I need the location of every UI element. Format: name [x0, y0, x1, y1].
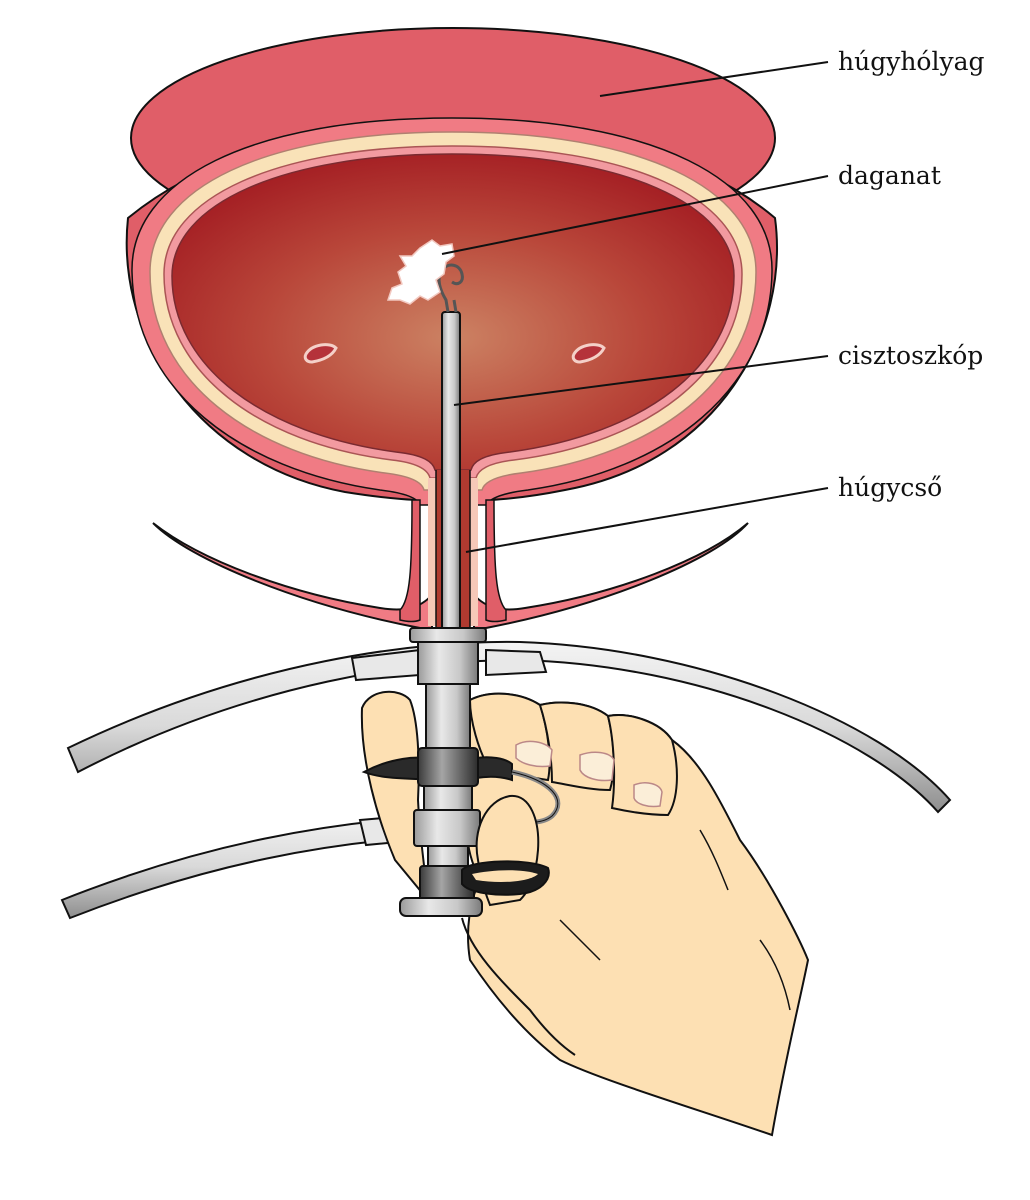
leader-cystoscope: [453, 355, 829, 406]
pelvic-floor-right: [473, 522, 749, 629]
thumb: [360, 690, 430, 904]
pelvic-floor-left: [152, 522, 433, 629]
cystoscope-mid: [423, 785, 473, 811]
cystoscope-eyepiece: [399, 897, 483, 917]
right-ureter-opening: [571, 343, 606, 364]
nail-2: [579, 751, 615, 782]
hand-front-finger: [461, 794, 576, 1056]
leader-tumor: [441, 175, 829, 255]
leader-lines: [441, 61, 829, 553]
hand-lower-edge: [461, 917, 576, 1056]
cystoscope-shaft: [441, 311, 461, 633]
label-bladder: húgyhólyag: [838, 47, 985, 76]
urethra-channel-left: [428, 478, 436, 626]
urethra-wall-left: [399, 499, 421, 623]
cystoscope-dark-block: [417, 747, 479, 787]
tumor: [386, 239, 455, 305]
nail-1: [515, 740, 553, 768]
leader-bladder: [599, 61, 829, 97]
nail-3: [633, 782, 663, 808]
label-tumor: daganat: [838, 161, 941, 190]
cystoscope-neck: [425, 683, 471, 751]
cystoscope-lever-right: [475, 756, 513, 782]
cystoscope-lower: [427, 845, 469, 869]
cystoscope-body-upper: [417, 641, 479, 685]
upper-clamp-right: [485, 648, 548, 677]
urethra-channel-right: [470, 478, 478, 626]
label-urethra: húgycső: [838, 473, 942, 502]
cystoscope-ring: [413, 809, 481, 847]
cystoscope-collar: [409, 627, 487, 643]
urethra-wall-right: [485, 499, 507, 623]
cystoscope-loop: [437, 263, 464, 313]
leader-urethra: [465, 487, 829, 553]
label-cystoscope: cisztoszkóp: [838, 341, 983, 370]
left-ureter-opening: [303, 343, 338, 364]
cystoscope: [361, 263, 561, 917]
